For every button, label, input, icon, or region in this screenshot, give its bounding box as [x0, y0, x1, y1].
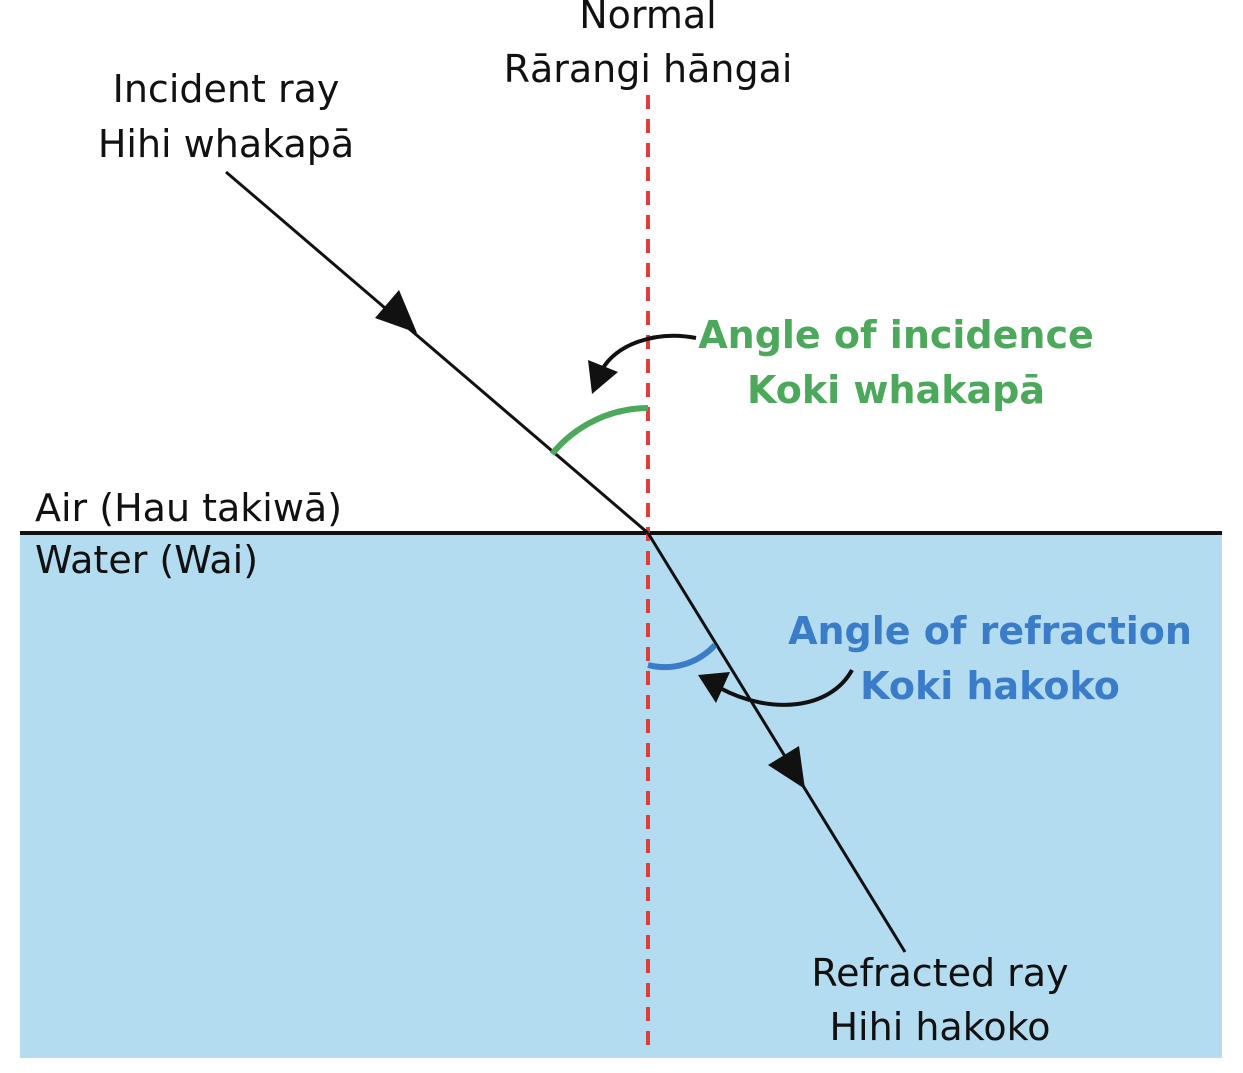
- incident-ray-line: [225, 170, 649, 535]
- refraction-pointer-curve: [719, 669, 854, 707]
- water-region: [20, 533, 1222, 1058]
- incidence-pointer-arrowhead: [588, 360, 618, 394]
- angle-of-refraction-label-mi: Koki hakoko: [860, 664, 1120, 708]
- incidence-pointer-curve: [600, 333, 697, 372]
- refraction-pointer-arrowhead: [698, 672, 730, 703]
- refracted-ray-line: [646, 532, 907, 953]
- air-label: Air (Hau takiwā): [35, 486, 342, 530]
- angle-of-incidence-label-mi: Koki whakapā: [747, 368, 1045, 412]
- angle-of-refraction-label-en: Angle of refraction: [788, 609, 1192, 653]
- angle-of-refraction-arc: [647, 642, 718, 671]
- normal-label-en: Normal: [579, 0, 717, 37]
- angle-of-incidence-arc: [549, 405, 649, 456]
- incident-ray-arrowhead: [375, 290, 417, 333]
- refracted-ray-arrowhead: [768, 746, 805, 789]
- normal-label-mi: Rārangi hāngai: [504, 47, 793, 91]
- incident-ray-label-en: Incident ray: [113, 67, 340, 111]
- refracted-ray-label-mi: Hihi hakoko: [829, 1005, 1050, 1049]
- refracted-ray-label-en: Refracted ray: [811, 951, 1068, 995]
- angle-of-incidence-label-en: Angle of incidence: [698, 313, 1094, 357]
- incident-ray-label-mi: Hihi whakapā: [98, 122, 354, 166]
- water-label: Water (Wai): [35, 538, 258, 582]
